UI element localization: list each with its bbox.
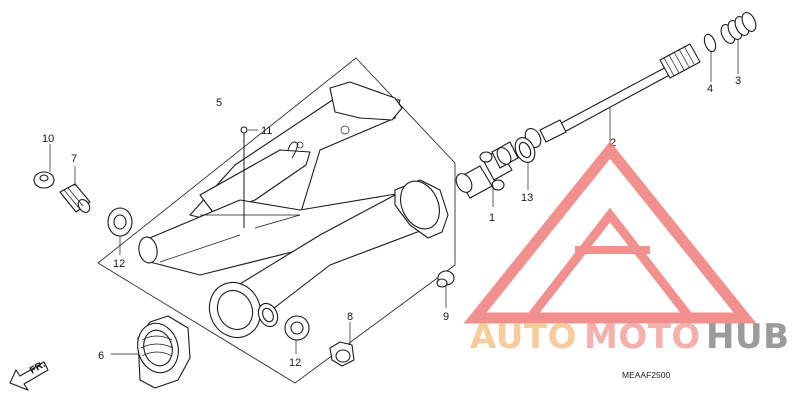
callout-12a: 12	[113, 258, 125, 270]
callout-2: 2	[610, 137, 616, 149]
watermark-hub: HUB	[706, 317, 789, 357]
watermark: AUTO MOTO HUB	[463, 141, 789, 357]
cap-nut	[436, 270, 455, 288]
watermark-moto: MOTO	[584, 317, 701, 357]
callouts: 1 2 3 4 5 6 7 8 9 10 11 12 12 13	[42, 75, 741, 369]
universal-joint	[455, 141, 519, 199]
callout-4: 4	[707, 83, 713, 95]
callout-12b: 12	[289, 357, 301, 369]
callout-8: 8	[347, 311, 353, 323]
bearing-left	[107, 207, 133, 237]
drive-shaft	[524, 43, 701, 148]
callout-11: 11	[261, 125, 272, 137]
lock-nut	[33, 171, 55, 189]
front-direction-arrow: FR.	[9, 359, 49, 391]
diagram-code: MEAAF2500	[622, 370, 670, 380]
oil-seal	[514, 137, 536, 163]
pivot-adjusting-bolt	[329, 341, 355, 367]
callout-3: 3	[735, 75, 741, 87]
boot	[137, 315, 191, 389]
callout-5: 5	[216, 97, 222, 109]
bearing-right	[284, 315, 310, 341]
callout-13: 13	[521, 192, 533, 204]
swingarm-assembly-box	[97, 57, 456, 384]
callout-7: 7	[71, 153, 77, 165]
callout-6: 6	[98, 350, 104, 362]
watermark-logo-icon	[463, 141, 757, 324]
front-direction-label: FR.	[28, 359, 48, 377]
swingarm	[138, 81, 449, 339]
circlip	[703, 33, 717, 53]
pivot-bolt	[59, 183, 91, 213]
callout-9: 9	[443, 311, 449, 323]
callout-1: 1	[489, 212, 495, 224]
spring	[720, 12, 757, 44]
callout-10: 10	[42, 133, 54, 145]
watermark-auto: AUTO	[470, 317, 577, 357]
